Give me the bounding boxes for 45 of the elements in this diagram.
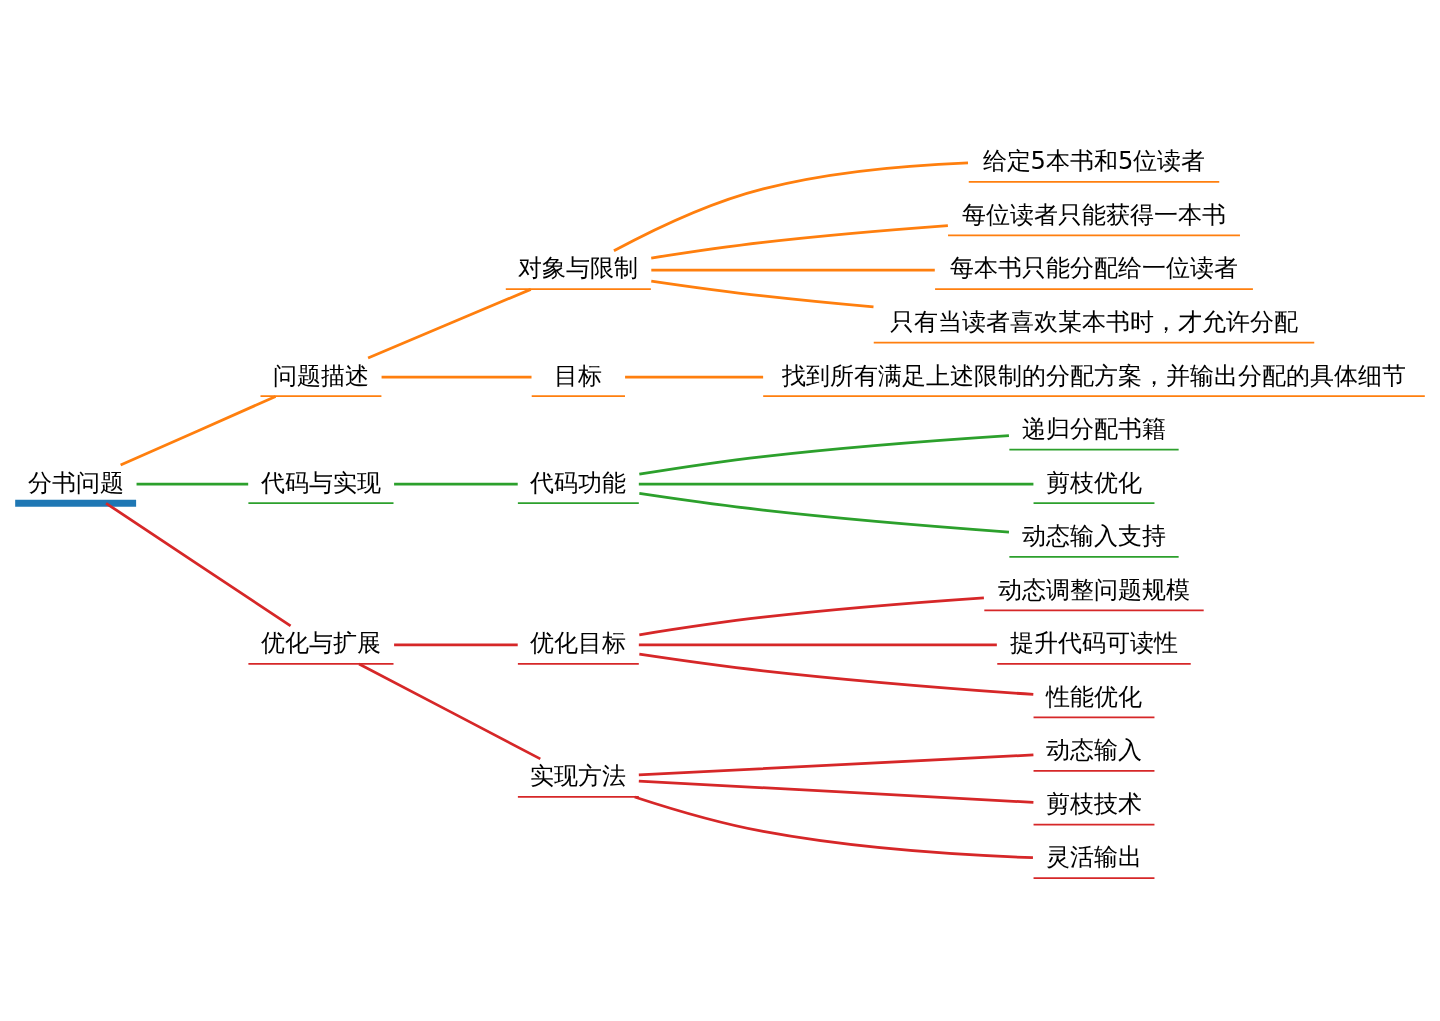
node-text: 每本书只能分配给一位读者 — [950, 253, 1238, 282]
connector — [651, 223, 948, 259]
node-text: 分书问题 — [27, 468, 124, 497]
connector — [120, 394, 277, 466]
node-text: 问题描述 — [272, 361, 369, 390]
node-text: 给定5本书和5位读者 — [982, 146, 1206, 175]
node-text: 优化目标 — [530, 628, 627, 657]
node-text: 灵活输出 — [1046, 842, 1142, 871]
connector — [638, 643, 997, 646]
connector — [639, 596, 984, 636]
node-text: 实现方法 — [530, 761, 627, 790]
connector — [639, 433, 1010, 476]
connector — [367, 287, 532, 359]
connector — [613, 160, 969, 252]
node-text: 代码功能 — [530, 468, 627, 497]
node-text: 递归分配书籍 — [1022, 414, 1166, 443]
node-text: 对象与限制 — [518, 253, 639, 282]
node-text: 提升代码可读性 — [1010, 628, 1178, 657]
connector — [394, 482, 518, 486]
node-text: 动态输入 — [1046, 735, 1142, 764]
node-text: 动态调整问题规模 — [998, 575, 1190, 604]
node-text: 剪枝技术 — [1046, 789, 1142, 818]
connector — [136, 482, 249, 486]
connector — [394, 643, 518, 646]
node-text: 代码与实现 — [260, 468, 381, 497]
node-text: 只有当读者喜欢某本书时，才允许分配 — [890, 307, 1298, 336]
node-text: 动态输入支持 — [1022, 521, 1166, 550]
connector — [639, 491, 1010, 533]
connector — [634, 795, 1033, 859]
node-text: 性能优化 — [1046, 682, 1142, 711]
node-text: 目标 — [554, 361, 603, 390]
connector — [639, 652, 1034, 696]
connector — [381, 375, 532, 378]
connector — [638, 482, 1034, 486]
connector — [105, 501, 292, 627]
connector — [651, 279, 874, 308]
connector — [625, 375, 764, 378]
connector — [358, 662, 541, 760]
node-text: 找到所有满足上述限制的分配方案，并输出分配的具体细节 — [782, 361, 1406, 390]
connector — [651, 268, 935, 271]
connector — [638, 779, 1034, 804]
connector — [638, 753, 1034, 776]
node-text: 优化与扩展 — [260, 628, 381, 657]
node-text: 剪枝优化 — [1046, 468, 1142, 497]
node-text: 每位读者只能获得一本书 — [962, 200, 1226, 229]
